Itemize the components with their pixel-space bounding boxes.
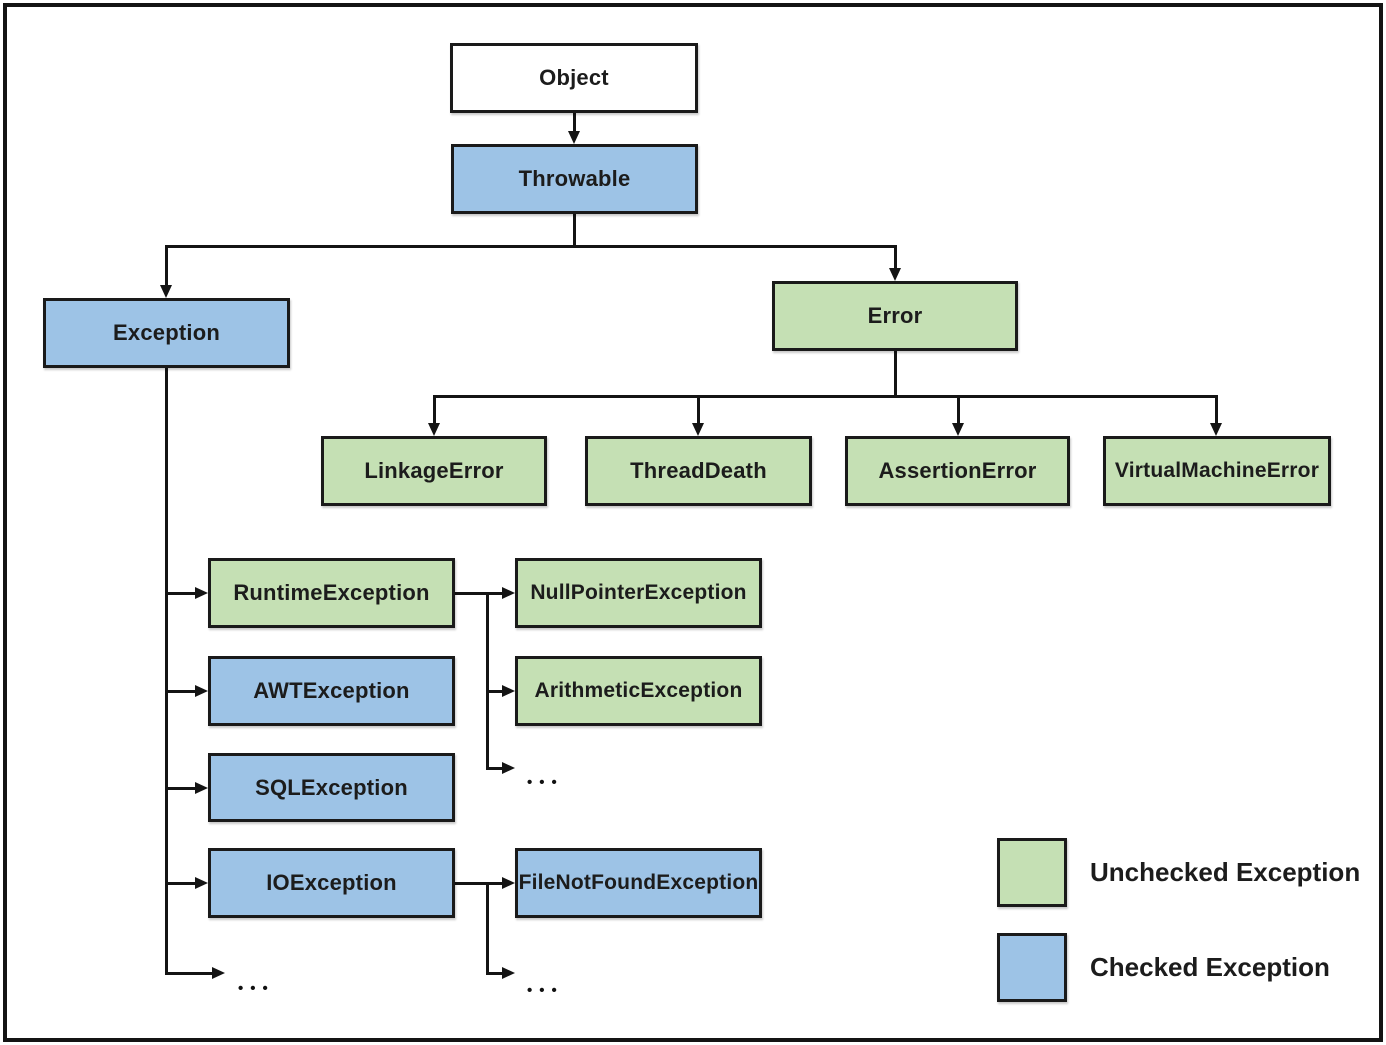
connector-runtime-more xyxy=(486,767,503,770)
legend-checked-label: Checked Exception xyxy=(1090,952,1330,982)
arrowhead-into-assertion-error xyxy=(952,423,964,436)
arrowhead-into-throwable xyxy=(568,131,580,144)
arrowhead-into-linkage-error xyxy=(428,423,440,436)
connector-spine-sql-exception xyxy=(165,787,197,790)
connector-bus-error xyxy=(894,245,897,270)
connector-runtime-arithmetic xyxy=(486,690,503,693)
connector-throwable-stub xyxy=(573,214,576,248)
connector-io-children-spine xyxy=(486,882,489,975)
node-arithmetic-exception: ArithmeticException xyxy=(515,656,762,726)
arrowhead-into-exception xyxy=(160,285,172,298)
connector-object-throwable xyxy=(573,113,576,133)
node-runtime-exception: RuntimeException xyxy=(208,558,455,628)
arrowhead-into-thread-death xyxy=(692,423,704,436)
ellipsis-io-children: ••• xyxy=(527,982,564,999)
diagram-border-frame xyxy=(3,3,1383,1042)
node-thread-death: ThreadDeath xyxy=(585,436,812,506)
node-awt-exception: AWTException xyxy=(208,656,455,726)
legend-checked-swatch xyxy=(997,933,1067,1002)
ellipsis-exception-children: ••• xyxy=(238,980,275,997)
connector-error-stub xyxy=(894,351,897,397)
connector-error-bus xyxy=(433,395,1218,398)
arrowhead-into-file-not-found-exception xyxy=(502,877,515,889)
connector-bus-virtual-machine-error xyxy=(1215,395,1218,425)
connector-spine-exception-more xyxy=(165,972,213,975)
node-file-not-found-exception: FileNotFoundException xyxy=(515,848,762,918)
connector-bus-linkage-error xyxy=(433,395,436,425)
node-assertion-error: AssertionError xyxy=(845,436,1070,506)
arrowhead-into-exception-more xyxy=(212,967,225,979)
connector-runtime-children-spine xyxy=(486,592,489,770)
connector-spine-awt-exception xyxy=(165,690,197,693)
arrowhead-into-runtime-exception xyxy=(195,587,208,599)
node-throwable: Throwable xyxy=(451,144,698,214)
arrowhead-into-io-exception xyxy=(195,877,208,889)
connector-spine-runtime-exception xyxy=(165,592,197,595)
connector-throwable-bus xyxy=(165,245,897,248)
connector-spine-io-exception xyxy=(165,882,197,885)
arrowhead-into-arithmetic-exception xyxy=(502,685,515,697)
connector-runtime-stub xyxy=(455,592,503,595)
connector-io-more xyxy=(486,972,503,975)
arrowhead-into-sql-exception xyxy=(195,782,208,794)
node-virtual-machine-error: VirtualMachineError xyxy=(1103,436,1331,506)
arrowhead-into-awt-exception xyxy=(195,685,208,697)
connector-bus-assertion-error xyxy=(957,395,960,425)
arrowhead-into-error xyxy=(889,268,901,281)
node-sql-exception: SQLException xyxy=(208,753,455,822)
node-exception: Exception xyxy=(43,298,290,368)
legend-unchecked-swatch xyxy=(997,838,1067,907)
node-linkage-error: LinkageError xyxy=(321,436,547,506)
node-error: Error xyxy=(772,281,1018,351)
connector-bus-thread-death xyxy=(697,395,700,425)
arrowhead-into-runtime-more xyxy=(502,762,515,774)
ellipsis-runtime-children: ••• xyxy=(527,774,564,791)
arrowhead-into-null-pointer-exception xyxy=(502,587,515,599)
connector-io-stub xyxy=(455,882,503,885)
arrowhead-into-virtual-machine-error xyxy=(1210,423,1222,436)
node-null-pointer-exception: NullPointerException xyxy=(515,558,762,628)
node-io-exception: IOException xyxy=(208,848,455,918)
node-object: Object xyxy=(450,43,698,113)
legend-unchecked-label: Unchecked Exception xyxy=(1090,857,1361,887)
connector-exception-spine xyxy=(165,368,168,975)
arrowhead-into-io-more xyxy=(502,967,515,979)
connector-bus-exception xyxy=(165,245,168,287)
